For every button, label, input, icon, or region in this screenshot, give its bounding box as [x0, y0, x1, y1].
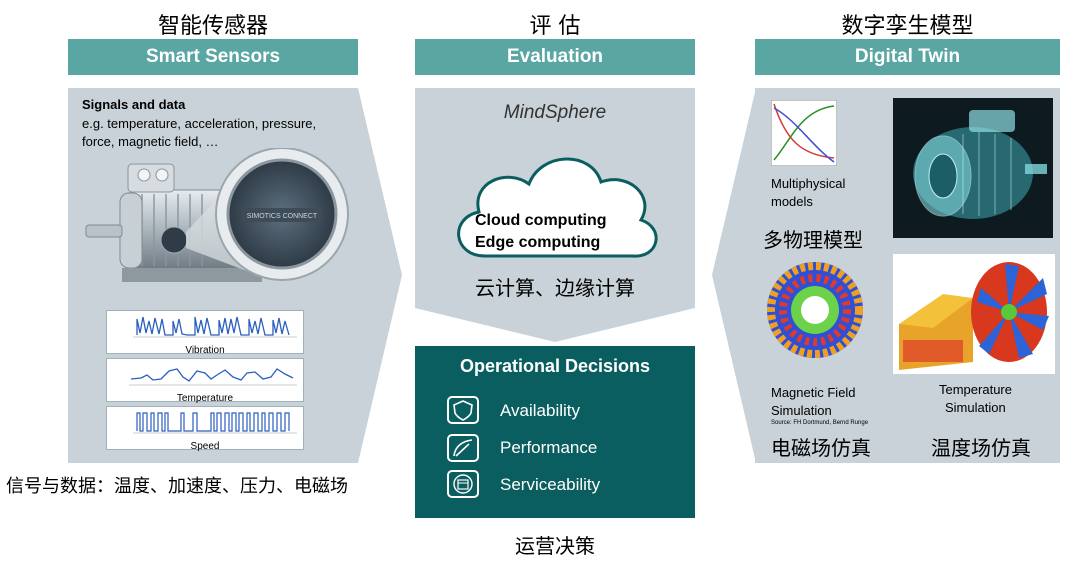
- speed-wave: [133, 412, 297, 434]
- calendar-icon: [447, 470, 479, 498]
- multiphysical-chart: [771, 100, 837, 166]
- twin-cn-title: 数字孪生模型: [841, 14, 974, 39]
- cloud-icon: [457, 157, 658, 258]
- cloud-computing-text: Cloud computing: [475, 212, 607, 229]
- vibration-chart: Vibration: [106, 310, 304, 356]
- serviceability-label: Serviceability: [500, 475, 601, 494]
- motor-3d-render: [893, 98, 1053, 238]
- magnetic-cn: 电磁场仿真: [771, 436, 871, 460]
- mindsphere-label: MindSphere: [503, 102, 607, 123]
- temperature-line1: Temperature: [939, 382, 1012, 397]
- magnetic-source: Source: FH Dortmund, Bernd Runge: [771, 420, 869, 426]
- speed-label: Speed: [190, 441, 220, 452]
- evaluation-cn-title: 评 估: [529, 14, 581, 39]
- sensors-cn-caption: 信号与数据：温度、加速度、压力、电磁场: [6, 476, 348, 497]
- twin-panel: Multiphysical models 多物理模型 Magnetic Fiel…: [755, 88, 1060, 463]
- shield-icon: [447, 396, 479, 424]
- decisions-cn-caption: 运营决策: [515, 534, 595, 558]
- sensors-panel: Signals and data e.g. temperature, accel…: [68, 88, 358, 463]
- availability-label: Availability: [500, 401, 581, 420]
- multiphysical-cn: 多物理模型: [763, 228, 863, 252]
- magnetic-line1: Magnetic Field: [771, 385, 856, 400]
- temperature-wave: [129, 368, 297, 386]
- evaluation-panel: MindSphere Cloud computing Edge computin…: [415, 88, 695, 308]
- sensor-badge-text: SIMOTICS CONNECT: [247, 213, 318, 220]
- magnetic-line2: Simulation: [771, 403, 832, 418]
- vibration-label: Vibration: [185, 345, 225, 356]
- temperature-cn: 温度场仿真: [931, 436, 1031, 460]
- gauge-icon: [447, 434, 479, 462]
- speed-chart: Speed: [106, 406, 304, 452]
- signals-desc-1: e.g. temperature, acceleration, pressure…: [82, 116, 317, 131]
- magnetic-field-sim: [767, 262, 863, 358]
- temperature-label: Temperature: [176, 393, 234, 404]
- operational-decisions-panel: Operational Decisions Availability Perfo…: [415, 346, 695, 518]
- vibration-wave: [133, 316, 297, 338]
- temperature-sim: [893, 254, 1055, 374]
- twin-header: Digital Twin: [755, 39, 1060, 75]
- performance-label: Performance: [500, 438, 598, 457]
- decisions-title: Operational Decisions: [459, 356, 651, 376]
- flow-arrow-down: [415, 308, 695, 342]
- temperature-chart: Temperature: [106, 358, 304, 404]
- edge-computing-text: Edge computing: [475, 234, 601, 251]
- multiphysical-line1: Multiphysical: [771, 176, 846, 191]
- multiphysical-line2: models: [771, 194, 813, 209]
- temperature-line2: Simulation: [945, 400, 1006, 415]
- flow-arrow-right-1: [358, 88, 402, 463]
- sensors-cn-title: 智能传感器: [157, 14, 268, 39]
- sensors-header: Smart Sensors: [68, 39, 358, 75]
- flow-arrow-right-2: [712, 88, 756, 463]
- signals-heading: Signals and data: [82, 97, 186, 112]
- signals-desc-2: force, magnetic field, …: [82, 134, 219, 149]
- evaluation-cn-caption: 云计算、边缘计算: [475, 276, 635, 300]
- evaluation-header: Evaluation: [415, 39, 695, 75]
- motor-illustration: SIMOTICS CONNECT: [85, 148, 349, 282]
